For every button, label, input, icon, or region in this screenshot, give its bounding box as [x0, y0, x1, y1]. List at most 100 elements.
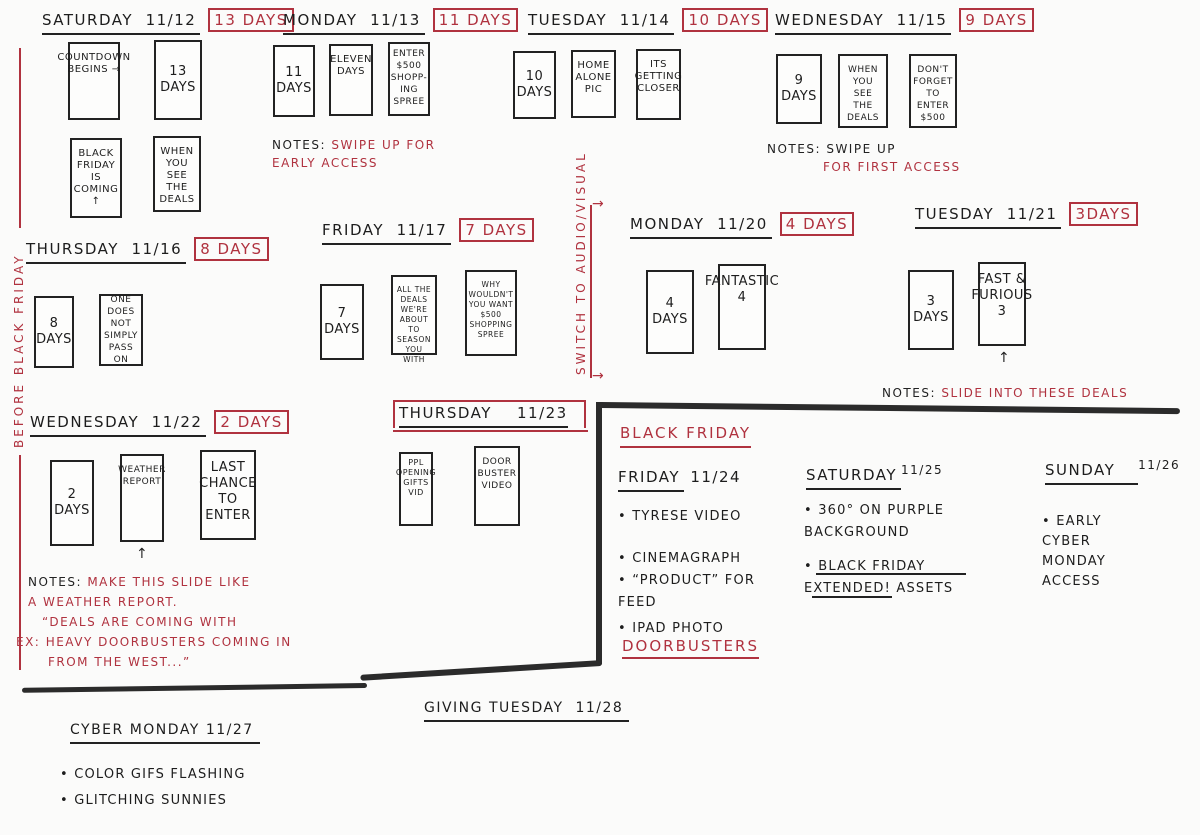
- section-divider: [21, 683, 368, 693]
- day-header-fri-1124: Friday 11/24: [618, 468, 741, 492]
- day-name: Tuesday: [528, 11, 608, 29]
- day-header-tue-1121: Tuesday 11/21 3Days: [915, 202, 1138, 229]
- day-name: Monday: [283, 11, 358, 29]
- slide-card: 2 Days: [50, 460, 94, 546]
- arrow-right-icon: →: [592, 368, 604, 384]
- countdown-badge: 9 Days: [959, 8, 1034, 32]
- day-header-thu-1116: Thursday 11/16 8 Days: [26, 237, 269, 264]
- slide-card: When You See the Deals: [153, 136, 201, 212]
- day-header-thu-1123: Thursday 11/23: [393, 400, 586, 428]
- day-date: 11/16: [131, 240, 183, 258]
- example-text: “Deals are coming with: [42, 615, 238, 629]
- notes-text: Swipe up: [826, 142, 897, 156]
- day-header-fri-1117: Friday 11/177 Days: [322, 218, 534, 245]
- slide-card: Its Getting Closer: [635, 49, 682, 120]
- day-header-giving-tuesday: Giving Tuesday 11/28: [424, 700, 630, 722]
- countdown-badge: 3Days: [1069, 202, 1138, 226]
- day-name: Sunday: [1045, 461, 1116, 479]
- slide-card: Door Buster Video: [474, 446, 520, 526]
- slide-card: 13 Days: [154, 40, 202, 120]
- list-item: 360° on purple background: [804, 500, 1004, 544]
- day-header-wed-1115: Wednesday 11/159 Days: [775, 8, 1034, 35]
- arrow-right-icon: →: [592, 196, 604, 212]
- countdown-badge: 10 Days: [682, 8, 768, 32]
- notes-label: Notes:: [767, 142, 821, 156]
- list-item: Color gifs flashing: [60, 762, 360, 788]
- day-date: 11/27: [205, 722, 254, 738]
- day-name: Saturday: [806, 466, 898, 484]
- slide-card: 7 Days: [320, 284, 364, 360]
- notes-mon-1113: Notes: Swipe up for early access: [272, 136, 472, 172]
- black-friday-title: Black Friday: [620, 424, 752, 448]
- day-name: Giving Tuesday: [424, 700, 564, 716]
- underline: [816, 573, 966, 575]
- day-header-tue-1114: Tuesday 11/14 10 Days: [528, 8, 768, 35]
- day-date: 11/15: [896, 11, 948, 29]
- slide-card: 9 Days: [776, 54, 822, 124]
- slide-card: When You See the Deals: [838, 54, 888, 128]
- list-item: Cinemagraph: [618, 548, 798, 570]
- countdown-badge: 4 Days: [779, 212, 855, 236]
- day-header-sat-1125: Saturday11/25: [806, 463, 943, 490]
- section-divider: [597, 402, 1180, 415]
- slide-card: Eleven Days: [329, 44, 373, 116]
- sunday-deliverables-list: Early Cyber Monday Access: [1042, 512, 1132, 592]
- slide-card: 8 Days: [34, 296, 74, 368]
- section-label-before-black-friday: Before Black Friday: [12, 253, 26, 448]
- countdown-badge: 2 Days: [214, 410, 289, 434]
- notes-tue-1121: Notes: Slide into these deals: [882, 384, 1200, 402]
- countdown-badge: 7 Days: [459, 218, 534, 242]
- slide-card: Home Alone Pic: [571, 50, 616, 118]
- section-label-switch-audio-visual: Switch to Audio/Visual: [574, 151, 588, 375]
- cyber-monday-deliverables-list: Color gifs flashing Glitching sunnies: [60, 762, 360, 814]
- day-name: Tuesday: [915, 205, 995, 223]
- notes-label: Notes:: [882, 386, 936, 400]
- day-name: Wednesday: [30, 413, 140, 431]
- countdown-badge: 13 Days: [208, 8, 294, 32]
- list-item: Tyrese Video: [618, 506, 798, 528]
- slide-card: One Does Not Simply Pass On: [99, 294, 143, 366]
- day-date: 11/21: [1006, 205, 1058, 223]
- slide-card: Fast & Furious 3: [971, 262, 1032, 346]
- countdown-badge: 8 Days: [194, 237, 269, 261]
- countdown-badge: 11 Days: [432, 8, 519, 32]
- notes-label: Notes:: [272, 138, 326, 152]
- day-name: Monday: [630, 215, 705, 233]
- slide-card: Black Friday is Coming ↑: [70, 138, 122, 218]
- day-date: 11/17: [396, 221, 448, 239]
- day-date: 11/20: [717, 215, 768, 233]
- underline: [812, 596, 892, 598]
- day-date: 11/28: [575, 700, 624, 716]
- arrow-up-icon: ↑: [136, 546, 148, 562]
- list-item: iPad Photo: [618, 618, 798, 640]
- slide-card: Last Chance to Enter: [199, 450, 256, 540]
- slide-card: 11 Days: [273, 45, 315, 117]
- day-name: Thursday: [26, 240, 119, 258]
- friday-deliverables-list: Tyrese Video Cinemagraph “Product” for f…: [618, 506, 798, 640]
- example-text: heavy doorbusters coming in: [45, 635, 292, 649]
- section-bracket-line: [19, 455, 21, 670]
- arrow-up-icon: ↑: [998, 350, 1010, 366]
- slide-card: All the Deals We're About to Season You …: [391, 275, 437, 364]
- day-date: 11/14: [619, 11, 671, 29]
- slide-card: 3 Days: [908, 270, 954, 350]
- slide-card: Why Wouldn't You Want $500 Shopping Spre…: [465, 270, 517, 356]
- example-text: from the west...”: [48, 655, 191, 669]
- slide-card: Don't Forget to Enter $500: [909, 54, 957, 128]
- list-item: Black Friday Extended! Assets: [804, 556, 1004, 600]
- day-name: Saturday: [42, 11, 134, 29]
- day-header-sun-1126: Sunday 11/26: [1045, 458, 1180, 485]
- header-underline: [393, 430, 588, 432]
- day-name: Friday: [618, 468, 681, 486]
- notes-text: Swipe up for early access: [272, 138, 436, 170]
- slide-card: Enter $500 Shopp-ing Spree: [388, 42, 430, 116]
- day-header-mon-1120: Monday 11/20 4 Days: [630, 212, 855, 239]
- slide-card: 10 Days: [513, 51, 556, 119]
- list-item: Early Cyber Monday Access: [1042, 512, 1132, 592]
- notes-wed-1122: Notes: Make this slide like a weather re…: [16, 572, 358, 672]
- slide-card: PPL Opening Gifts Vid: [396, 452, 436, 526]
- day-date: 11/12: [145, 11, 197, 29]
- slide-card: 4 Days: [646, 270, 694, 354]
- slide-card: Fantastic 4: [705, 264, 779, 350]
- list-item: “Product” for feed: [618, 570, 798, 614]
